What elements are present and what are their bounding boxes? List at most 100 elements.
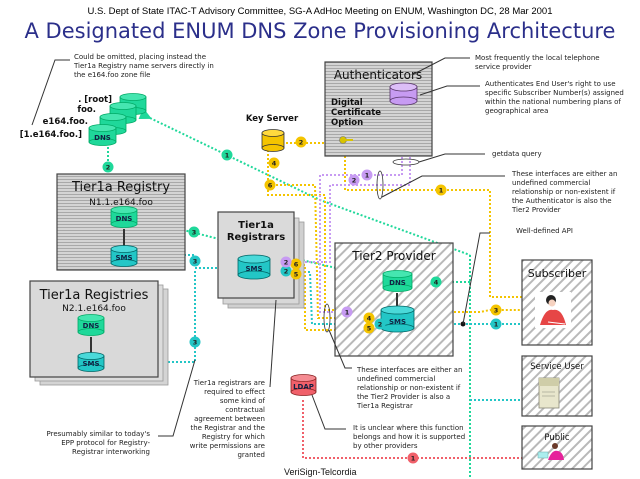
svg-text:Could be omitted, placing inst: Could be omitted, placing instead the xyxy=(74,53,206,61)
step-badge-y2: 2 xyxy=(295,136,307,148)
auth-note: Authenticates End User's right to use sp… xyxy=(485,80,624,115)
svg-text:belongs and how it is supporte: belongs and how it is supported xyxy=(353,433,465,441)
badge-number: 4 xyxy=(367,314,372,322)
tier2-dns-cylinder[interactable]: DNS xyxy=(382,270,413,292)
step-badge-y4: 4 xyxy=(268,157,280,169)
badge-circle xyxy=(361,169,373,181)
tier2-interfaces-ellipse xyxy=(323,303,331,333)
badge-number: 3 xyxy=(192,228,197,236)
badge-circle xyxy=(188,226,200,238)
badge-circle xyxy=(290,258,302,270)
subscriber-box[interactable]: Subscriber xyxy=(521,259,593,346)
dns-note-leader xyxy=(31,59,70,126)
badge-circle xyxy=(102,161,114,173)
svg-text:the Tier2 Provider is also a: the Tier2 Provider is also a xyxy=(357,393,450,401)
badge-number: 4 xyxy=(434,278,439,286)
svg-text:within the national numbering: within the national numbering plans of xyxy=(485,98,621,106)
tier1a-registry-box[interactable]: Tier1a Registry N1.1.e164.foo DNS SMS xyxy=(56,173,186,271)
dns-root-stack: DNS . [root] foo. e164.foo. [1.e164.foo.… xyxy=(20,93,147,146)
svg-text:undefined commercial: undefined commercial xyxy=(512,179,590,187)
server-icon xyxy=(538,377,560,409)
svg-text:SMS: SMS xyxy=(389,318,406,326)
auth-interfaces-note: These interfaces are either an undefined… xyxy=(511,170,617,214)
step-badge-p2: 2 xyxy=(348,174,360,186)
person-at-laptop-icon xyxy=(537,443,564,460)
badge-number: 1 xyxy=(411,454,416,462)
registrars-sms-cylinder[interactable]: SMS xyxy=(237,254,271,280)
badge-number: 2 xyxy=(352,176,357,184)
authenticators-title: Authenticators xyxy=(334,68,422,82)
badge-number: 3 xyxy=(494,306,499,314)
badge-circle xyxy=(407,452,419,464)
tier1a-registries-box[interactable]: Tier1a Registries N2.1.e164.foo DNS SMS xyxy=(29,280,169,386)
registrars-note: Tier1a registrars are required to effect… xyxy=(190,379,266,459)
step-badge-y5b: 5 xyxy=(290,268,302,280)
getdata-ellipse xyxy=(392,158,420,166)
svg-text:DNS: DNS xyxy=(83,322,100,330)
step-badge-y6: 6 xyxy=(264,179,276,191)
svg-text:SMS: SMS xyxy=(115,254,132,262)
svg-text:Presumably similar to today's: Presumably similar to today's xyxy=(47,430,151,438)
svg-text:Tier2 Provider: Tier2 Provider xyxy=(511,206,561,214)
zone-label-root: . [root] xyxy=(78,95,112,105)
svg-text:some kind of: some kind of xyxy=(220,397,266,405)
connections xyxy=(107,105,530,479)
badge-number: 5 xyxy=(294,270,299,278)
badge-circle xyxy=(435,184,447,196)
svg-text:relationship or non-existent i: relationship or non-existent if xyxy=(512,188,616,196)
step-badge-t2b: 2 xyxy=(374,318,386,330)
registries-sms-cylinder[interactable]: SMS xyxy=(77,352,105,372)
step-badge-t3a: 3 xyxy=(189,255,201,267)
public-title: Public xyxy=(544,433,569,443)
footer-credit: VeriSign-Telcordia xyxy=(284,467,357,477)
auth-interfaces-leader xyxy=(381,175,505,198)
badge-number: 2 xyxy=(284,267,289,275)
zone-label-e164: e164.foo. xyxy=(43,117,88,127)
zone-label-foo: foo. xyxy=(77,105,96,115)
cert-option-line1: Digital xyxy=(331,98,363,108)
dns-cylinder-1e164[interactable]: DNS xyxy=(88,124,117,146)
badge-number: 1 xyxy=(365,171,370,179)
tier1a-registrars-box[interactable]: Tier1a Registrars SMS xyxy=(217,211,305,309)
tier2-provider-box[interactable]: Tier2 Provider DNS SMS xyxy=(334,242,454,357)
epp-note: Presumably similar to today's EPP protoc… xyxy=(47,430,151,456)
badge-number: 3 xyxy=(193,338,198,346)
key-icon xyxy=(339,136,353,144)
svg-text:EPP protocol for Registry-: EPP protocol for Registry- xyxy=(61,439,150,447)
registries-dns-cylinder[interactable]: DNS xyxy=(77,314,105,336)
public-box[interactable]: Public xyxy=(521,425,593,470)
registry-sms-cylinder[interactable]: SMS xyxy=(110,245,138,267)
badge-number: 1 xyxy=(225,151,230,159)
key-server-cylinder[interactable] xyxy=(261,129,285,152)
person-on-phone-icon xyxy=(535,292,571,328)
badge-number: 2 xyxy=(299,138,304,146)
svg-text:granted: granted xyxy=(237,451,265,459)
tier2-interfaces-note: These interfaces are either an undefined… xyxy=(356,366,462,410)
auth-note-leader xyxy=(419,85,480,96)
svg-text:specific Subscriber Number(s): specific Subscriber Number(s) assigned xyxy=(485,89,624,97)
api-note: Well-defined API xyxy=(516,227,573,235)
authenticators-box[interactable]: Authenticators Digital Certificate Optio… xyxy=(324,61,433,157)
registry-dns-cylinder[interactable]: DNS xyxy=(110,206,138,228)
svg-text:the e164.foo zone file: the e164.foo zone file xyxy=(74,71,150,79)
step-badge-y6b: 6 xyxy=(290,258,302,270)
svg-text:Tier1a Registrar: Tier1a Registrar xyxy=(356,402,413,410)
ldap-cylinder[interactable]: LDAP xyxy=(290,374,317,396)
page-title: A Designated ENUM DNS Zone Provisioning … xyxy=(25,19,616,43)
yellow-link-6 xyxy=(272,184,380,319)
authenticator-db-cylinder[interactable] xyxy=(389,82,418,106)
badge-circle xyxy=(221,149,233,161)
badge-number: 1 xyxy=(494,320,499,328)
step-badge-g3: 3 xyxy=(188,226,200,238)
svg-text:Authenticates End User's right: Authenticates End User's right to use xyxy=(485,80,616,88)
red-link-1 xyxy=(302,400,530,459)
zone-label-1e164: [1.e164.foo.] xyxy=(20,130,82,140)
purple-link-2 xyxy=(300,105,411,263)
badge-number: 2 xyxy=(106,163,111,171)
step-badge-y5c: 5 xyxy=(363,322,375,334)
service-user-box[interactable]: Service User xyxy=(521,355,593,417)
ldap-note-leader xyxy=(311,394,346,430)
tier2-sms-cylinder[interactable]: SMS xyxy=(380,305,415,333)
badge-circle xyxy=(295,136,307,148)
